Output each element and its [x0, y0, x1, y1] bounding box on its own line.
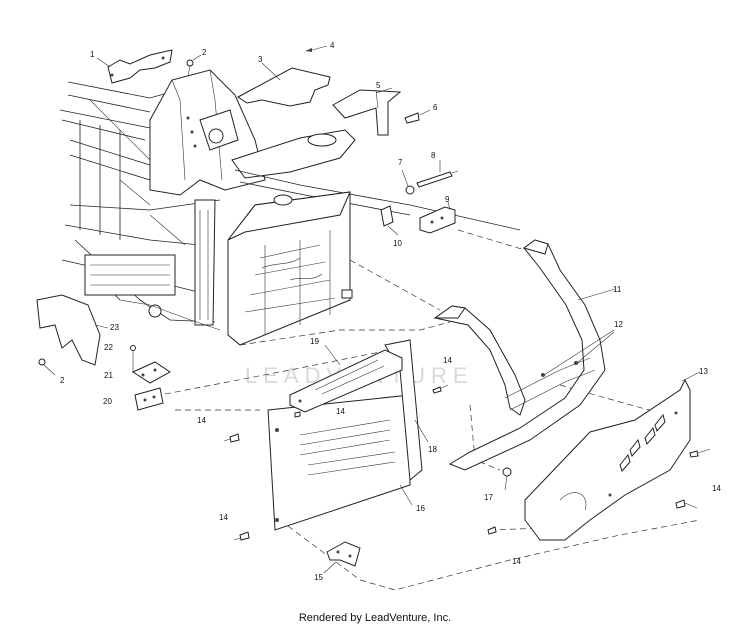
callout-21: 21 [104, 371, 113, 380]
callout-2-lower: 2 [60, 376, 65, 385]
part-19-top-panel [289, 344, 403, 413]
callout-12: 12 [614, 320, 623, 329]
callout-1: 1 [90, 50, 95, 59]
assembly-leader-lines [135, 229, 701, 591]
callout-13: 13 [699, 367, 708, 376]
callout-5: 5 [376, 81, 381, 90]
footer-credit: Rendered by LeadVenture, Inc. [298, 612, 452, 624]
part-2-top-fastener [186, 54, 202, 77]
callout-14-d: 14 [219, 513, 228, 522]
callout-7: 7 [398, 158, 403, 167]
part-17-bolt [502, 467, 512, 491]
callout-14-c: 14 [197, 416, 206, 425]
callout-3: 3 [258, 55, 263, 64]
part-23-cover [36, 294, 109, 366]
part-3-plate [237, 62, 331, 107]
callout-labels: 1 2 3 4 5 6 7 8 9 10 11 12 13 14 14 14 1… [60, 41, 721, 582]
callout-6: 6 [433, 103, 438, 112]
part-15-hinge [323, 541, 361, 574]
callout-8: 8 [431, 151, 436, 160]
callout-9: 9 [445, 195, 450, 204]
radiator [227, 191, 353, 346]
part-12-leaders [543, 329, 615, 376]
callout-4: 4 [330, 41, 335, 50]
callout-14-a: 14 [443, 356, 452, 365]
part-11-bumper [433, 239, 616, 471]
callout-11: 11 [613, 285, 622, 294]
chassis-frame [59, 69, 521, 331]
part-5-bracket [332, 87, 402, 136]
part-22-screw [130, 345, 136, 373]
part-2-lower-fastener [38, 358, 56, 376]
part-9-clamp [419, 201, 456, 234]
part-16-front-shield [267, 394, 413, 531]
part-7-nut [401, 169, 415, 195]
part-13-skid-plate [524, 371, 701, 541]
callout-17: 17 [484, 493, 493, 502]
part-21-mount-plate [131, 361, 171, 384]
callout-14-b: 14 [336, 407, 345, 416]
callout-19: 19 [310, 337, 319, 346]
part-1-shield [96, 49, 173, 84]
callout-14-f: 14 [712, 484, 721, 493]
callout-10: 10 [393, 239, 402, 248]
callout-23: 23 [110, 323, 119, 332]
callout-22: 22 [104, 343, 113, 352]
callout-18: 18 [428, 445, 437, 454]
part-6-bolt [404, 109, 431, 124]
callout-14-e: 14 [512, 557, 521, 566]
part-14-fasteners [223, 384, 711, 541]
callout-2-top: 2 [202, 48, 207, 57]
part-10-clip [380, 205, 399, 236]
callout-15: 15 [314, 573, 323, 582]
part-4-screw [305, 45, 328, 52]
callout-16: 16 [416, 504, 425, 513]
part-8-bolt [416, 160, 459, 188]
part-20-bracket [134, 387, 164, 411]
callout-20: 20 [103, 397, 112, 406]
